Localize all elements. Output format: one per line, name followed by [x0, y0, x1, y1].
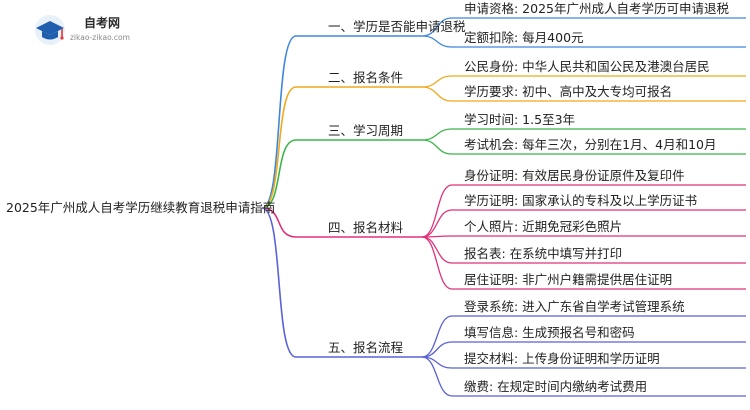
- logo-url: zikao-zikao.com: [70, 33, 130, 42]
- leaf-connector: [421, 35, 453, 48]
- logo-name: 自考网: [84, 15, 120, 30]
- root-connector: [261, 35, 297, 209]
- branch-label: 四、报名材料: [328, 220, 404, 235]
- leaf-label: 学习时间: 1.5至3年: [464, 112, 575, 127]
- site-logo: 自考网 zikao-zikao.com: [35, 15, 130, 45]
- branch-label: 三、学习周期: [328, 123, 403, 138]
- leaf-connector: [421, 315, 453, 358]
- leaf-label: 提交材料: 上传身份证明和学历证明: [464, 351, 660, 366]
- connector-lines: [261, 17, 746, 397]
- root-connector: [261, 139, 297, 209]
- root-connector: [261, 207, 297, 238]
- leaf-connector: [421, 356, 453, 397]
- leaf-label: 身份证明: 有效居民身份证原件及复印件: [464, 168, 685, 183]
- leaf-label: 公民身份: 中华人民共和国公民及港澳台居民: [464, 59, 710, 74]
- leaf-label: 学历要求: 初中、高中及大专均可报名: [464, 84, 672, 99]
- leaf-connector: [421, 341, 453, 358]
- leaf-label: 缴费: 在规定时间内缴纳考试费用: [464, 379, 647, 394]
- leaf-label: 申请资格: 2025年广州成人自考学历可申请退税: [464, 1, 729, 16]
- leaf-label: 登录系统: 进入广东省自学考试管理系统: [464, 299, 685, 314]
- leaf-connector: [421, 139, 453, 155]
- root-connector: [261, 86, 297, 209]
- leaf-connector: [421, 128, 453, 141]
- leaf-connector: [421, 236, 453, 290]
- leaf-connector: [421, 86, 453, 102]
- leaf-label: 居住证明: 非广州户籍需提供居住证明: [464, 272, 672, 287]
- leaf-label: 考试机会: 每年三次，分别在1月、4月和10月: [464, 137, 717, 152]
- root-topic: 2025年广州成人自考学历继续教育退税申请指南: [6, 200, 275, 215]
- leaf-connector: [421, 17, 453, 37]
- branch-label: 五、报名流程: [328, 340, 404, 355]
- leaf-connector: [421, 75, 453, 88]
- leaf-label: 个人照片: 近期免冠彩色照片: [464, 219, 622, 234]
- leaf-connector: [421, 236, 453, 264]
- leaf-label: 定额扣除: 每月400元: [464, 30, 584, 45]
- branch-label: 一、学历是否能申请退税: [328, 19, 466, 34]
- leaf-connector: [421, 209, 453, 238]
- nodes: 一、学历是否能申请退税 申请资格: 2025年广州成人自考学历可申请退税定额扣除:…: [328, 1, 729, 394]
- graduation-cap-icon: [35, 15, 65, 45]
- leaf-label: 学历证明: 国家承认的专科及以上学历证书: [464, 193, 697, 208]
- leaf-label: 填写信息: 生成预报名号和密码: [464, 325, 635, 340]
- branch-label: 二、报名条件: [328, 70, 403, 85]
- root-connector: [261, 207, 297, 358]
- leaf-label: 报名表: 在系统中填写并打印: [464, 246, 622, 261]
